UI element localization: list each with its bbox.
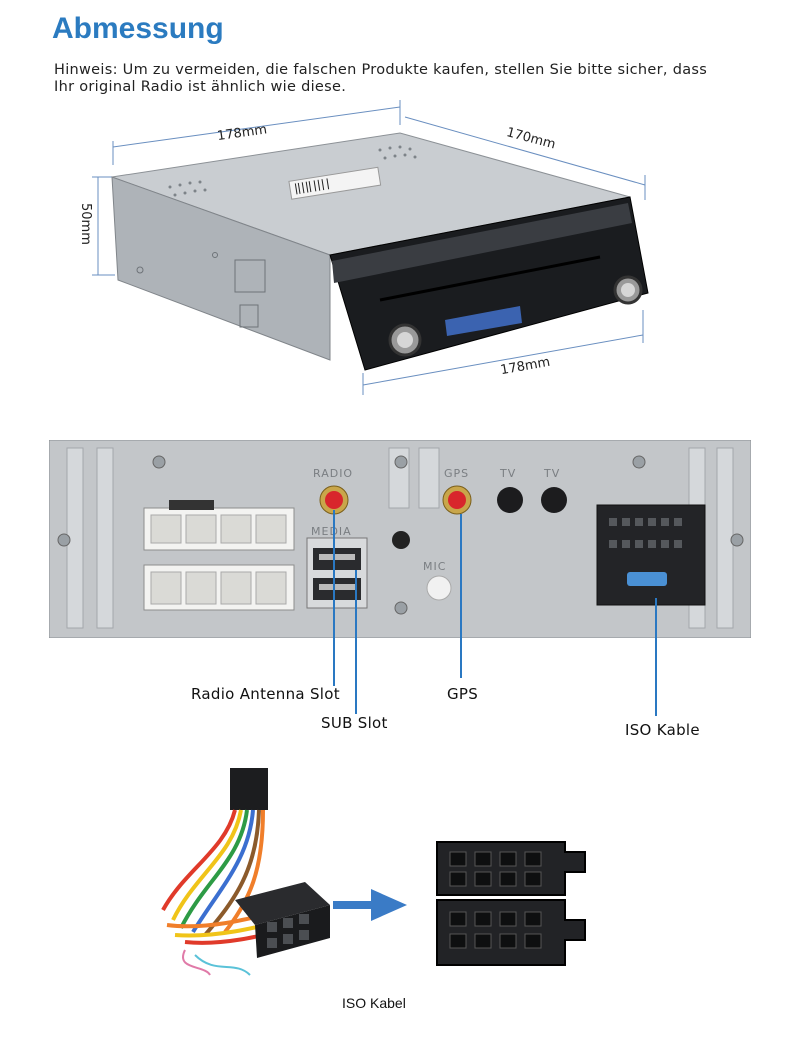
barcode-sticker — [288, 166, 382, 200]
tv-port-1[interactable] — [497, 487, 523, 513]
back-panel: RADIO MEDIA GPS TV TV MIC — [49, 440, 751, 638]
tune-knob-cap — [621, 283, 635, 297]
note-line-2: Ihr original Radio ist ähnlich wie diese… — [54, 79, 347, 95]
chassis-side — [111, 176, 331, 361]
faceplate-top-bevel — [332, 203, 632, 283]
iso-plug — [235, 882, 330, 958]
aux-jack[interactable] — [392, 531, 410, 549]
volume-knob-cap — [397, 332, 413, 348]
port-label-tv-1: TV — [499, 467, 516, 480]
tv-port-2[interactable] — [541, 487, 567, 513]
label-radio-antenna-slot: Radio Antenna Slot — [191, 685, 340, 703]
dimension-depth: 170mm — [505, 125, 557, 152]
page-title: Abmessung — [52, 12, 224, 45]
thin-wire-cyan — [194, 954, 251, 976]
radio-unit-illustration: 178mm 170mm 50mm 178mm — [78, 100, 649, 395]
port-label-gps: GPS — [444, 467, 469, 480]
dimension-lines — [92, 100, 646, 395]
dimension-height: 50mm — [78, 203, 93, 245]
iso-connector-face — [436, 841, 586, 966]
port-label-media: MEDIA — [311, 525, 352, 538]
port-label-radio: RADIO — [313, 467, 353, 480]
arrow-right-icon — [333, 889, 407, 921]
iso-socket[interactable] — [596, 504, 706, 606]
port-label-tv-2: TV — [543, 467, 560, 480]
mic-port[interactable] — [426, 575, 452, 601]
dimension-top-width: 178mm — [216, 122, 268, 144]
label-iso-kable: ISO Kable — [625, 721, 700, 739]
iso-cable-illustration — [161, 768, 586, 976]
cd-slot — [379, 255, 601, 302]
iso-kabel-caption: ISO Kabel — [342, 995, 406, 1011]
harness-wires — [161, 809, 306, 945]
gps-antenna-port[interactable] — [442, 485, 472, 515]
dimension-front-width: 178mm — [499, 355, 551, 378]
port-label-mic: MIC — [423, 560, 446, 573]
compatibility-note: Hinweis: Um zu vermeiden, die falschen P… — [54, 62, 754, 96]
top-plug — [230, 768, 268, 810]
pointer-lines — [333, 510, 657, 716]
thin-wire-pink — [182, 949, 211, 976]
ventilation-holes — [168, 145, 417, 197]
label-sub-slot: SUB Slot — [321, 714, 388, 732]
fuse — [627, 572, 667, 586]
harness-connectors — [143, 500, 295, 611]
note-line-1: Hinweis: Um zu vermeiden, die falschen P… — [54, 62, 708, 78]
panel-screws — [57, 455, 744, 615]
side-cutouts — [136, 252, 266, 328]
radio-antenna-port[interactable] — [319, 485, 349, 515]
label-gps: GPS — [447, 685, 479, 703]
display-window — [445, 306, 522, 336]
